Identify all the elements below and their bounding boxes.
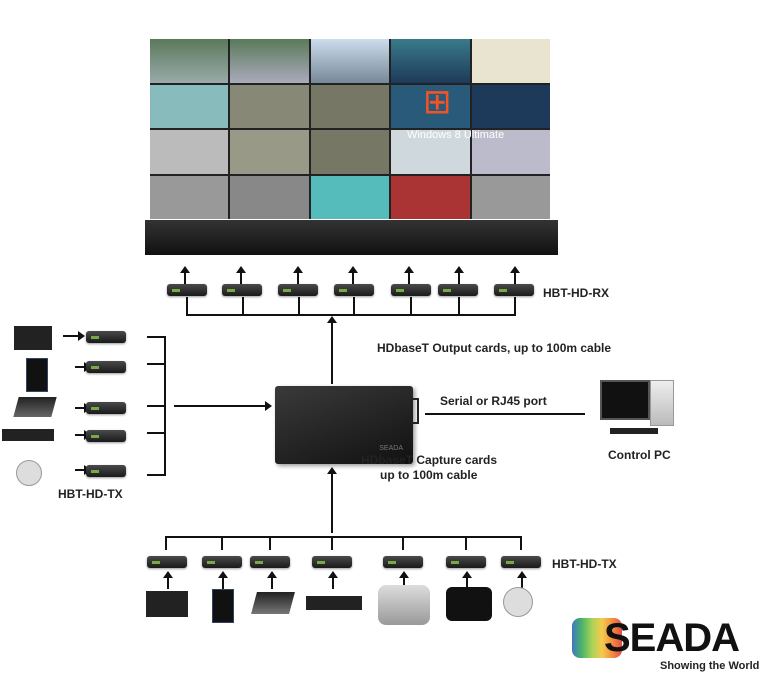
connector-line <box>147 336 165 338</box>
left-sources-label: HBT-HD-TX <box>58 487 123 501</box>
connector-line <box>331 536 333 550</box>
arrow-up-icon <box>293 266 303 284</box>
receiver-box <box>278 284 318 296</box>
set-top-box-icon <box>2 429 54 441</box>
connector-line <box>353 297 355 315</box>
arrow-right-icon <box>75 465 91 475</box>
pc-tower-icon <box>212 589 234 623</box>
arrow-up-icon <box>163 571 173 589</box>
output-arrow-icon <box>327 316 337 384</box>
camcorder-icon <box>378 585 430 625</box>
arrow-up-icon <box>180 266 190 284</box>
laptop-icon <box>251 592 295 614</box>
connector-line <box>410 297 412 315</box>
receiver-box <box>494 284 534 296</box>
connector-line <box>402 536 404 550</box>
receiver-box <box>334 284 374 296</box>
receiver-box <box>391 284 431 296</box>
arrow-up-icon <box>267 571 277 589</box>
receivers-label: HBT-HD-RX <box>543 286 609 300</box>
transmitter-box <box>312 556 352 568</box>
left-bus-line <box>164 336 166 476</box>
bottom-sources-label: HBT-HD-TX <box>552 557 617 571</box>
transmitter-box <box>147 556 187 568</box>
video-wall-screens <box>150 39 550 219</box>
arrow-up-icon <box>404 266 414 284</box>
set-top-box-icon <box>306 596 362 610</box>
desktop-pc-icon <box>146 591 188 617</box>
bottom-bus-line <box>165 536 521 538</box>
transmitter-box <box>501 556 541 568</box>
arrow-up-icon <box>510 266 520 284</box>
connector-line <box>458 297 460 315</box>
screen-text: Windows 8 Ultimate <box>407 129 505 141</box>
logo-name: SEADA <box>604 616 740 660</box>
transmitter-box <box>250 556 290 568</box>
arrow-up-icon <box>236 266 246 284</box>
arrow-up-icon <box>399 571 409 589</box>
control-pc-label: Control PC <box>608 448 671 462</box>
connector-line <box>147 405 165 407</box>
arrow-up-icon <box>218 571 228 589</box>
capture-arrow-icon <box>327 467 337 533</box>
connector-line <box>465 536 467 550</box>
transmitter-box <box>86 361 126 373</box>
transmitter-box <box>86 402 126 414</box>
receiver-bus-line <box>186 314 516 316</box>
connector-line <box>221 536 223 550</box>
arrow-up-icon <box>348 266 358 284</box>
transmitter-box <box>86 430 126 442</box>
video-wall-stand <box>145 220 558 255</box>
video-wall: ⊞ Windows 8 Ultimate <box>145 37 558 257</box>
capture-caption-line2: up to 100m cable <box>380 468 478 482</box>
world-map-icon <box>572 618 622 658</box>
connector-line <box>186 297 188 315</box>
connector-line <box>269 536 271 550</box>
satellite-dish-icon <box>16 460 42 486</box>
control-pc-icon <box>600 380 680 440</box>
connector-line <box>298 297 300 315</box>
controller-handle <box>411 398 419 424</box>
satellite-dish-icon <box>503 587 533 617</box>
connector-line <box>520 536 522 550</box>
transmitter-box <box>86 331 126 343</box>
capture-caption-line1: HDbaseT Capture cards <box>361 453 498 467</box>
transmitter-box <box>446 556 486 568</box>
seada-logo: SEADA Showing the World <box>570 612 768 680</box>
arrow-up-icon <box>517 571 527 589</box>
laptop-icon <box>13 397 57 417</box>
connector-line <box>147 363 165 365</box>
logo-tagline: Showing the World <box>660 660 760 672</box>
transmitter-box <box>383 556 423 568</box>
windows-logo-icon: ⊞ <box>423 83 452 121</box>
input-arrow-icon <box>174 401 272 411</box>
transmitter-box <box>86 465 126 477</box>
arrow-right-icon <box>75 362 91 372</box>
arrow-right-icon <box>75 403 91 413</box>
arrow-right-icon <box>63 331 85 341</box>
desktop-pc-icon <box>14 326 52 350</box>
connector-line <box>242 297 244 315</box>
connector-line <box>165 536 167 550</box>
serial-link-label: Serial or RJ45 port <box>440 394 547 408</box>
receiver-box <box>167 284 207 296</box>
serial-link-line <box>425 413 585 415</box>
connector-line <box>514 297 516 315</box>
receiver-box <box>222 284 262 296</box>
arrow-up-icon <box>454 266 464 284</box>
transmitter-box <box>202 556 242 568</box>
arrow-up-icon <box>328 571 338 589</box>
video-wall-controller: SEADA <box>275 386 419 464</box>
connector-line <box>147 432 165 434</box>
arrow-right-icon <box>75 430 91 440</box>
video-camera-icon <box>446 587 492 621</box>
connector-line <box>147 474 165 476</box>
pc-tower-icon <box>26 358 48 392</box>
output-caption: HDbaseT Output cards, up to 100m cable <box>377 341 612 355</box>
receiver-box <box>438 284 478 296</box>
controller-brand: SEADA <box>379 445 403 452</box>
arrow-up-icon <box>462 571 472 589</box>
